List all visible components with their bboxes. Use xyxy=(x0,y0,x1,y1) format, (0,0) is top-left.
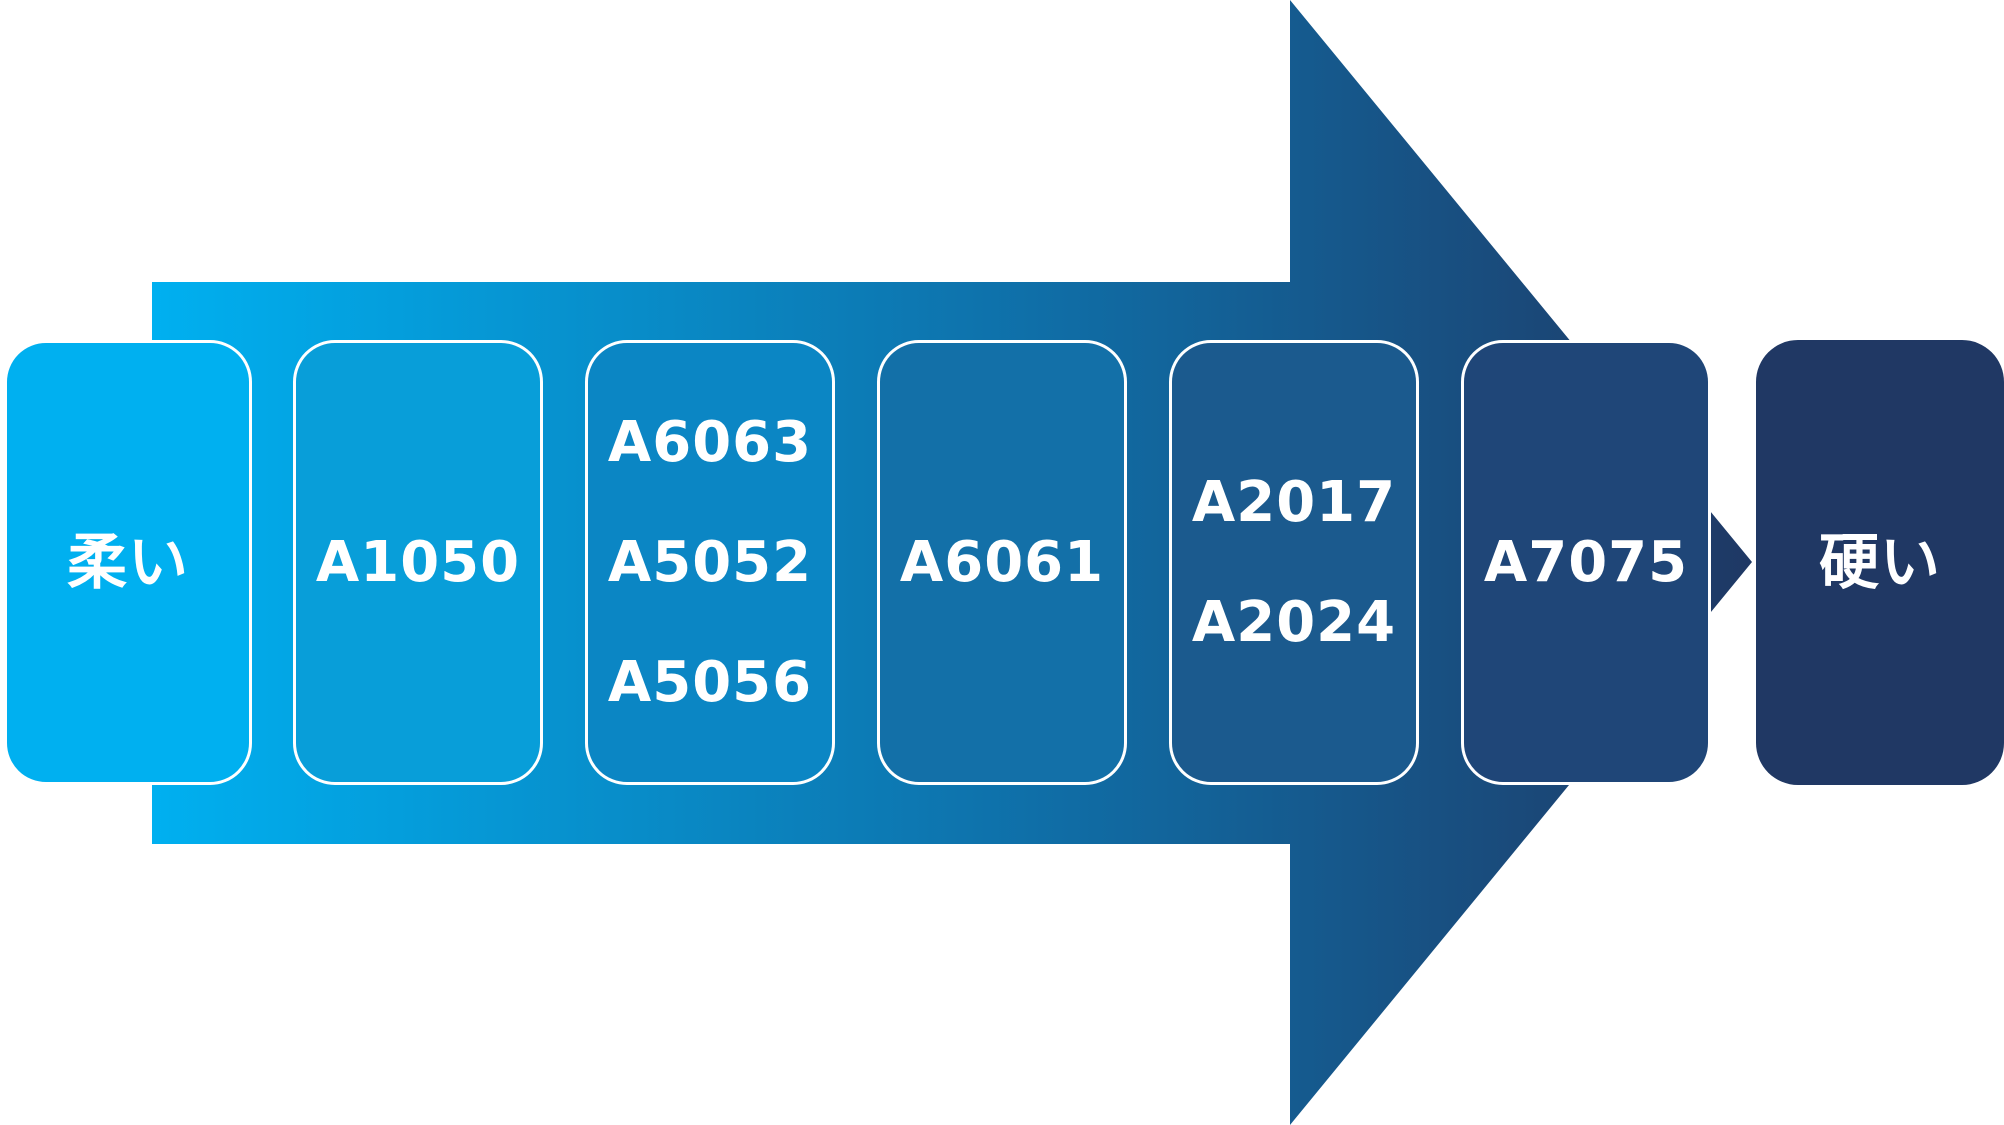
alloy-grade-label: A2017 xyxy=(1191,469,1397,535)
grade-group-box: A7075 xyxy=(1461,340,1711,785)
alloy-grade-label: A5052 xyxy=(607,529,813,595)
alloy-grade-label: A5056 xyxy=(607,649,813,715)
softer-endpoint-box: 柔い xyxy=(4,340,252,785)
alloy-grade-label: A2024 xyxy=(1191,589,1397,655)
alloy-grade-label: A6063 xyxy=(607,409,813,475)
alloy-grade-label: A6061 xyxy=(899,529,1105,595)
harder-endpoint-box: 硬い xyxy=(1756,340,2004,785)
grade-group-box: A6061 xyxy=(877,340,1127,785)
softer-label: 柔い xyxy=(67,527,189,598)
grade-group-box: A1050 xyxy=(293,340,543,785)
alloy-grade-label: A1050 xyxy=(315,529,521,595)
alloy-grade-label: A7075 xyxy=(1483,529,1689,595)
harder-label: 硬い xyxy=(1819,527,1941,598)
